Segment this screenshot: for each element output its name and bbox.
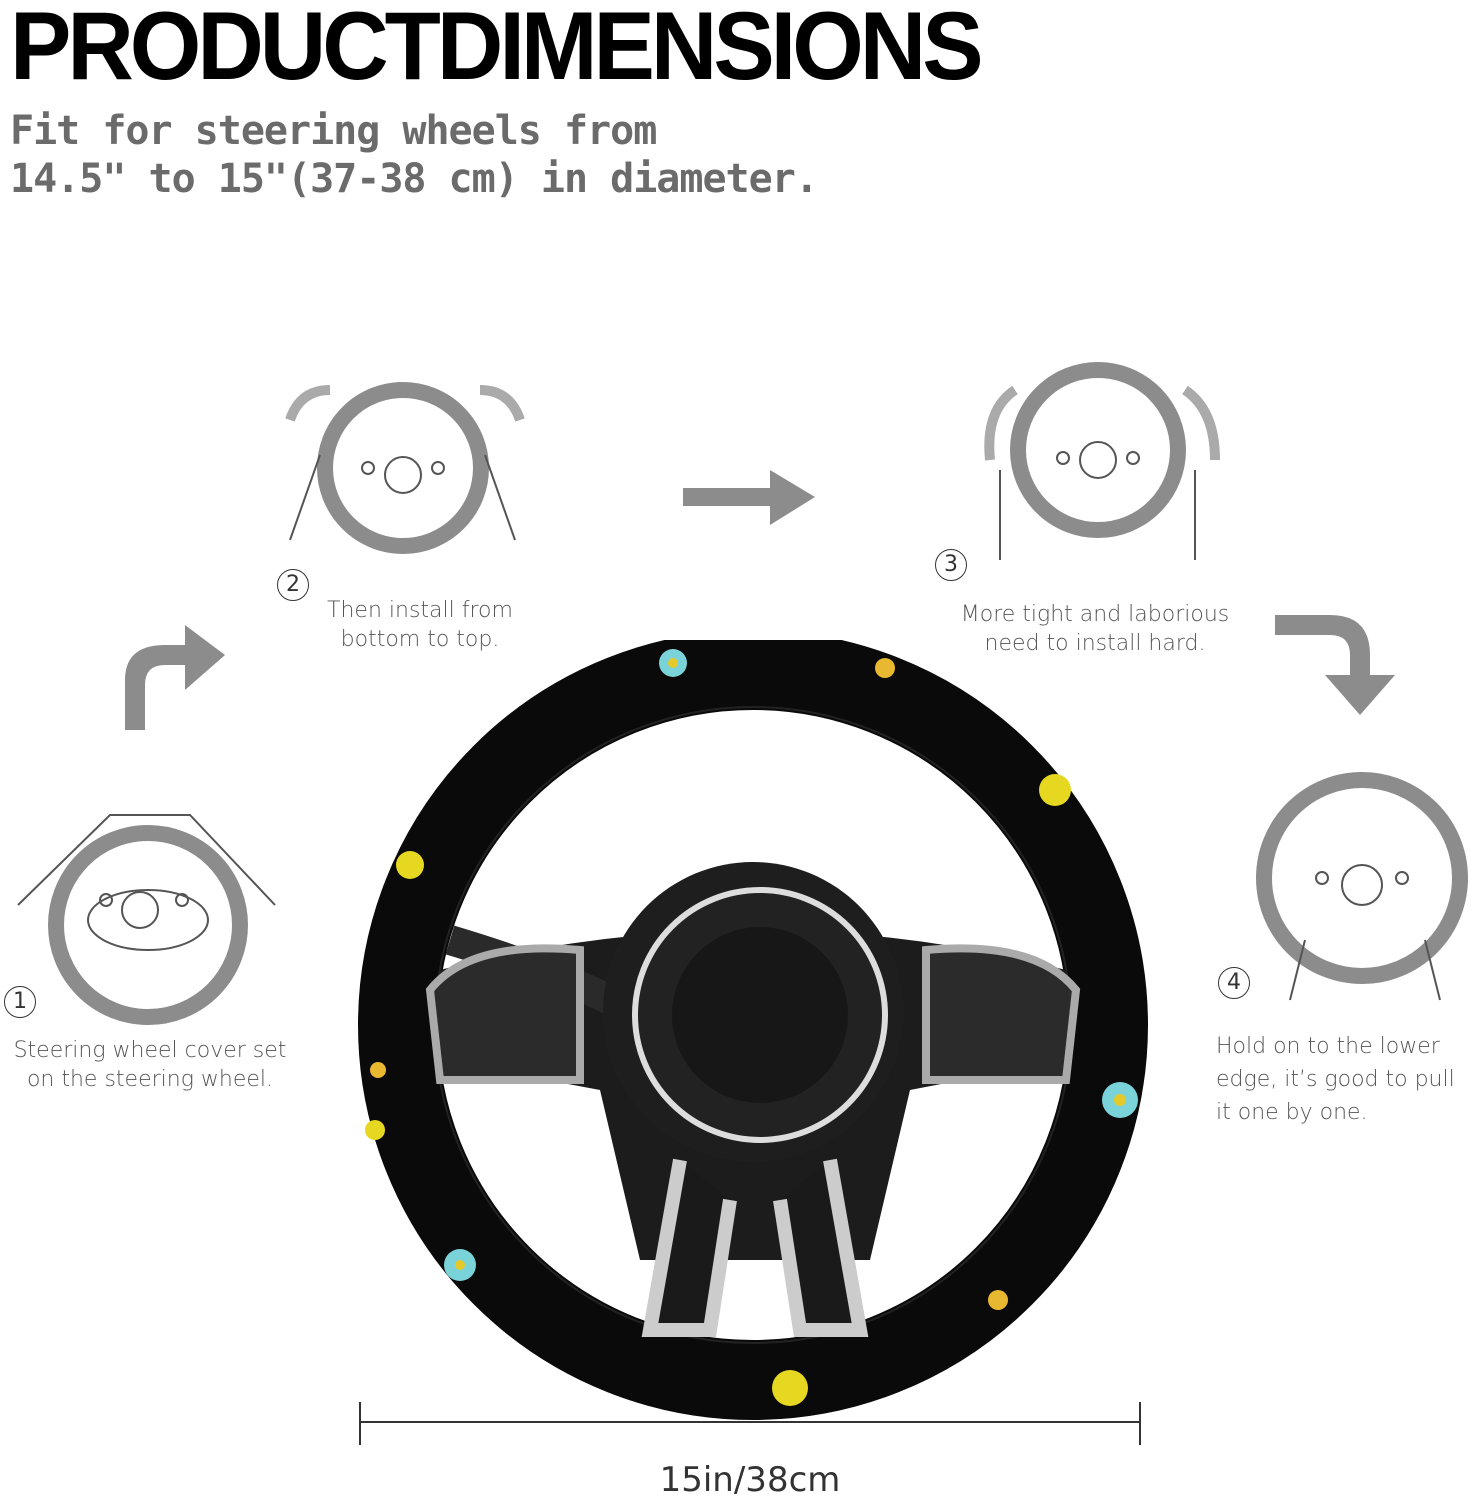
page-title: PRODUCTDIMENSIONS (10, 0, 984, 101)
step2-wheel-icon (285, 382, 525, 554)
step1-wheel-icon (17, 814, 276, 1025)
flower-embroidery (365, 649, 1138, 1406)
step4-wheel-icon (1256, 772, 1468, 1001)
steering-wheel-cover-photo (358, 640, 1148, 1420)
curved-arrow-down-icon (1275, 615, 1395, 715)
arrow-icons (125, 470, 1395, 730)
dimension-label: 15in/38cm (659, 1460, 841, 1500)
step3-wheel-icon (984, 362, 1220, 560)
step1-number: 1 (4, 986, 36, 1018)
subtitle-line1: Fit for steering wheels from (10, 108, 657, 154)
step3-number: 3 (935, 549, 967, 581)
arrow-right-icon (683, 470, 815, 525)
curved-arrow-up-icon (125, 625, 225, 730)
dimension-line (359, 1402, 1141, 1445)
step2-number: 2 (277, 569, 309, 601)
installation-illustrations (17, 362, 1468, 1025)
subtitle-line2: 14.5" to 15"(37-38 cm) in diameter. (10, 156, 819, 202)
step4-number: 4 (1218, 967, 1250, 999)
